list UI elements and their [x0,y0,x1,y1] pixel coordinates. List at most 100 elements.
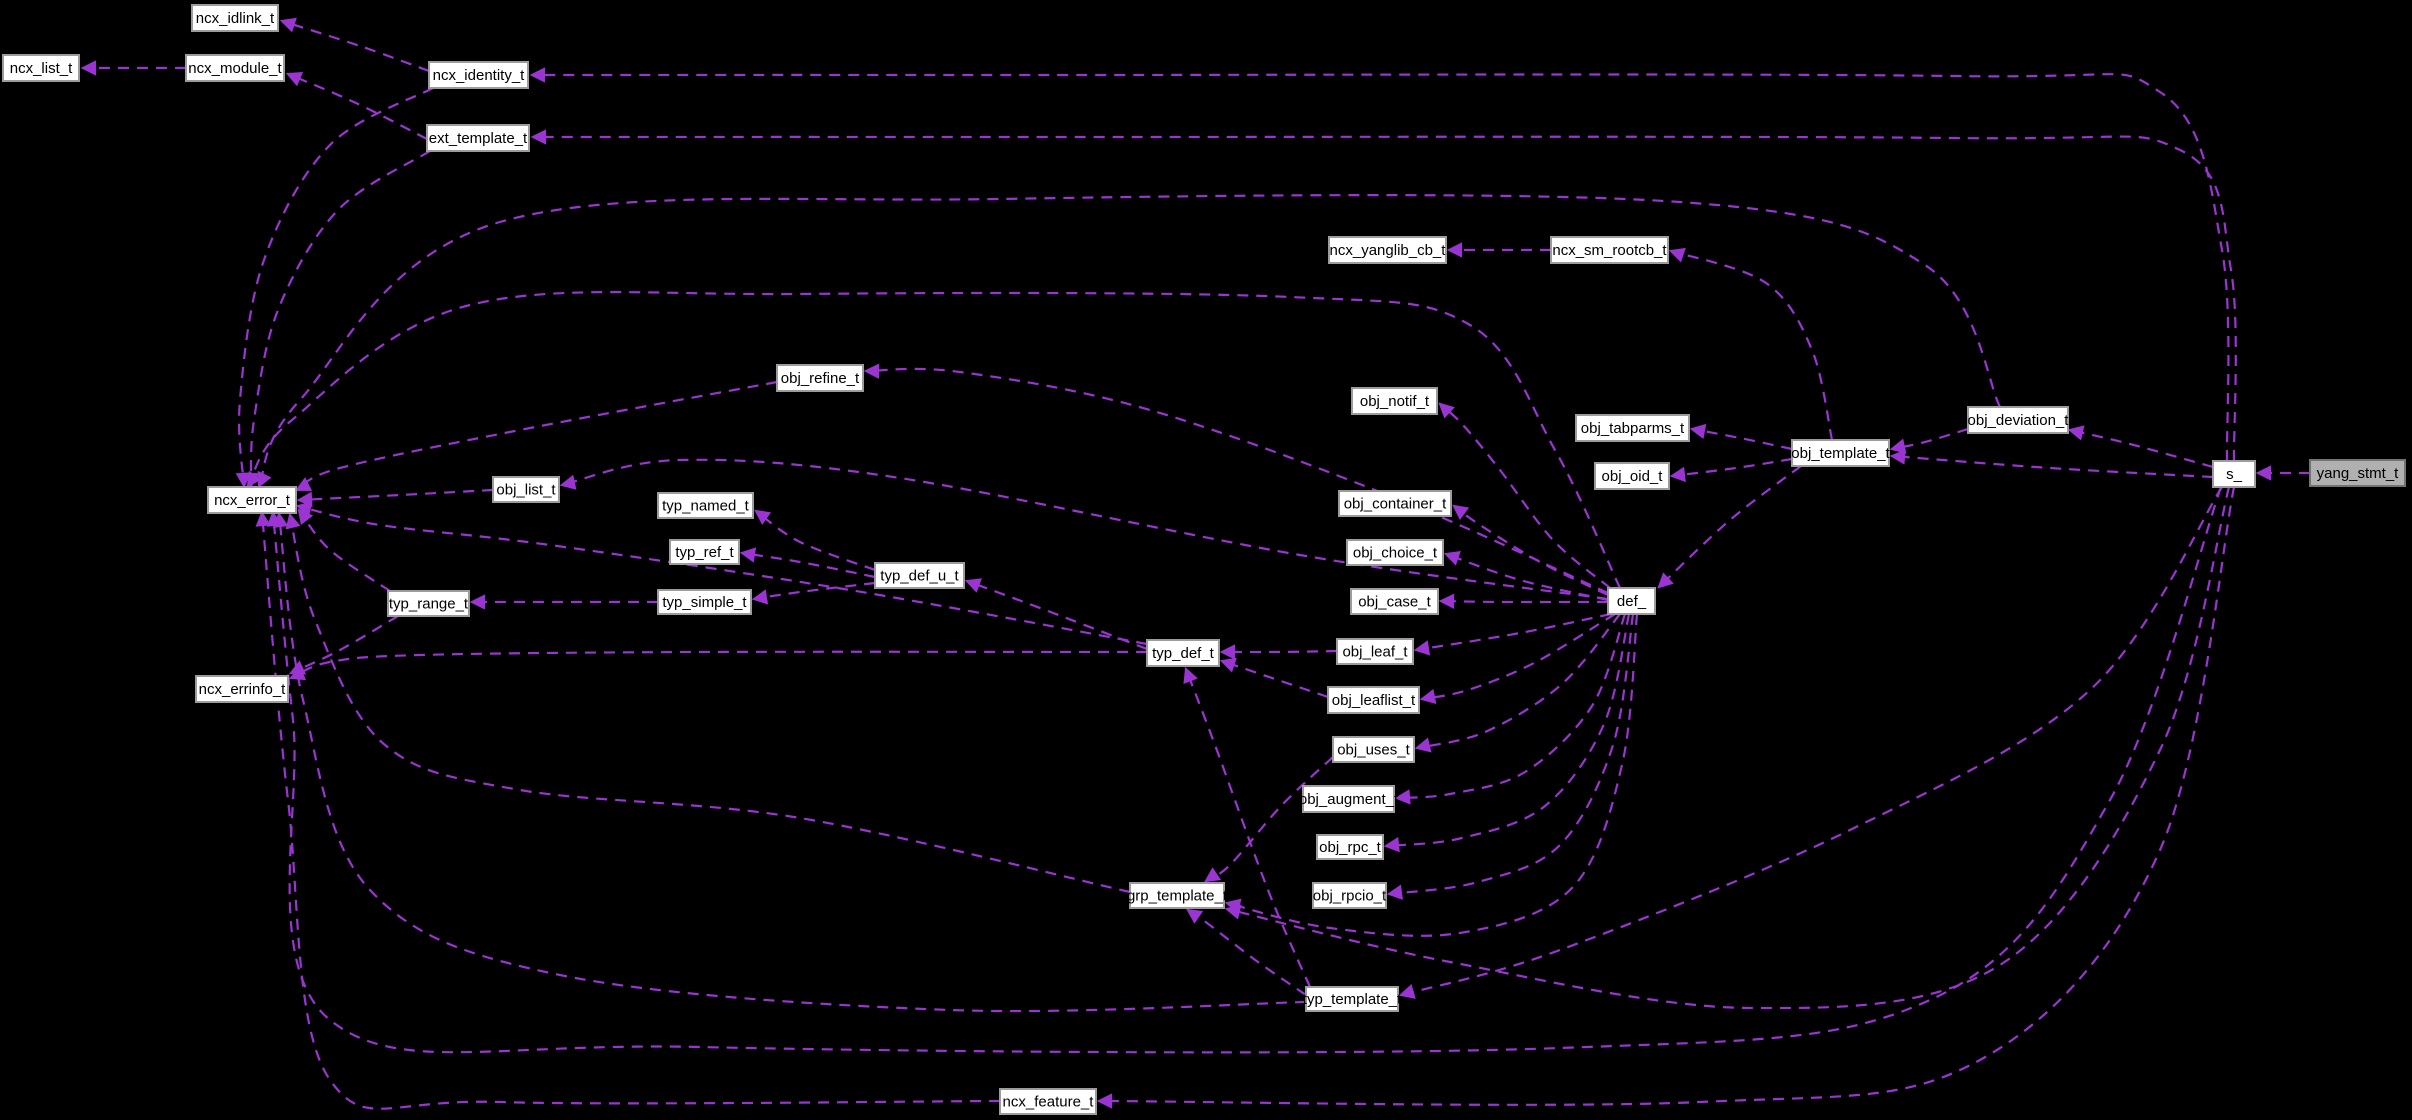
node-label: obj_choice_t [1353,545,1438,562]
node-label: obj_template_t [1791,445,1890,462]
node-obj_rpcio_t[interactable]: obj_rpcio_t [1312,882,1387,909]
node-box[interactable] [1332,736,1415,763]
node-obj_deviation_t[interactable]: obj_deviation_t [1967,406,2070,434]
node-box[interactable] [195,675,289,703]
edge-def_-to-obj_choice_t [1443,551,1609,602]
node-ncx_idlink_t[interactable]: ncx_idlink_t [191,4,279,32]
node-box[interactable] [387,590,470,617]
edge-s_-to-ncx_identity_t [529,67,2230,462]
node-ncx_yanglib_cb_t[interactable]: ncx_yanglib_cb_t [1328,236,1447,264]
node-box[interactable] [1338,490,1452,517]
edge-obj_leaflist_t-to-typ_def_t [1219,657,1329,699]
node-obj_tabparms_t[interactable]: obj_tabparms_t [1575,414,1690,442]
node-box[interactable] [1967,406,2069,434]
node-box[interactable] [657,492,754,519]
node-obj_rpc_t[interactable]: obj_rpc_t [1316,834,1384,860]
node-box[interactable] [1302,785,1395,813]
node-box[interactable] [1129,882,1225,909]
node-grp_template_t[interactable]: grp_template_t [1127,882,1228,909]
node-box[interactable] [776,364,864,392]
node-box[interactable] [1791,439,1890,467]
node-label: obj_rpc_t [1319,839,1382,856]
node-ext_template_t[interactable]: ext_template_t [426,124,530,152]
node-label: grp_template_t [1127,888,1228,905]
node-typ_range_t[interactable]: typ_range_t [387,590,470,617]
node-box[interactable] [1316,834,1384,860]
node-box[interactable] [1575,414,1690,442]
node-obj_list_t[interactable]: obj_list_t [492,476,560,503]
node-box[interactable] [1305,986,1399,1012]
edge-def_-to-obj_notif_t [1438,402,1611,589]
edge-s_-to-obj_deviation_t [2067,425,2214,469]
node-box[interactable] [185,54,285,82]
node-label: obj_tabparms_t [1581,420,1685,437]
node-label: obj_oid_t [1602,468,1664,485]
node-obj_template_t[interactable]: obj_template_t [1791,439,1891,467]
node-label: typ_def_u_t [880,568,959,585]
node-typ_def_u_t[interactable]: typ_def_u_t [874,562,965,589]
node-def_[interactable]: def_ [1607,587,1656,615]
node-box[interactable] [1328,236,1447,264]
node-box[interactable] [999,1088,1097,1115]
node-obj_choice_t[interactable]: obj_choice_t [1346,539,1444,566]
edge-s_-to-ncx_error_t [266,486,2223,1054]
node-box[interactable] [669,539,740,565]
node-typ_named_t[interactable]: typ_named_t [657,492,754,519]
edge-def_-to-obj_leaflist_t [1419,613,1616,705]
node-box[interactable] [1351,387,1438,415]
node-box[interactable] [1550,236,1669,264]
node-obj_leaf_t[interactable]: obj_leaf_t [1336,638,1414,665]
node-typ_ref_t[interactable]: typ_ref_t [669,539,740,565]
node-box[interactable] [2212,460,2256,488]
edge-obj_leaf_t-to-typ_def_t [1219,644,1338,660]
node-box[interactable] [1594,462,1670,490]
node-obj_refine_t[interactable]: obj_refine_t [776,364,864,392]
node-obj_case_t[interactable]: obj_case_t [1350,588,1439,615]
node-box[interactable] [1146,639,1220,667]
node-obj_augment_t[interactable]: obj_augment_t [1299,785,1399,813]
node-box[interactable] [426,124,530,152]
node-s_[interactable]: s_ [2212,460,2256,488]
node-obj_notif_t[interactable]: obj_notif_t [1351,387,1438,415]
node-obj_container_t[interactable]: obj_container_t [1338,490,1452,517]
node-label: ncx_sm_rootcb_t [1552,242,1667,259]
node-label: ncx_yanglib_cb_t [1330,242,1447,259]
node-box[interactable] [2,54,80,82]
node-ncx_module_t[interactable]: ncx_module_t [185,54,285,82]
node-typ_simple_t[interactable]: typ_simple_t [657,589,752,615]
node-ncx_sm_rootcb_t[interactable]: ncx_sm_rootcb_t [1550,236,1669,264]
node-label: typ_named_t [662,498,750,515]
node-ncx_feature_t[interactable]: ncx_feature_t [999,1088,1097,1115]
node-box[interactable] [1607,587,1656,615]
node-ncx_identity_t[interactable]: ncx_identity_t [428,61,529,89]
node-obj_uses_t[interactable]: obj_uses_t [1332,736,1415,763]
node-typ_template_t[interactable]: typ_template_t [1303,986,1402,1012]
node-obj_oid_t[interactable]: obj_oid_t [1594,462,1670,490]
node-box[interactable] [1327,686,1420,714]
node-box[interactable] [874,562,965,589]
edge-ncx_identity_t-to-ncx_error_t [235,87,434,489]
node-ncx_error_t[interactable]: ncx_error_t [207,486,297,514]
node-box[interactable] [428,61,529,89]
edge-def_-to-obj_rpcio_t [1386,613,1635,900]
node-box[interactable] [492,476,560,503]
edge-def_-to-obj_rpc_t [1383,613,1631,853]
node-box[interactable] [191,4,279,32]
node-box[interactable] [1350,588,1439,615]
node-box[interactable] [1336,638,1414,665]
node-ncx_list_t[interactable]: ncx_list_t [2,54,80,82]
node-typ_def_t[interactable]: typ_def_t [1146,639,1220,667]
node-ncx_errinfo_t[interactable]: ncx_errinfo_t [195,675,289,703]
node-box[interactable] [1346,539,1444,566]
edge-ncx_identity_t-to-ncx_idlink_t [279,17,430,73]
node-box[interactable] [1312,882,1387,909]
node-obj_leaflist_t[interactable]: obj_leaflist_t [1327,686,1420,714]
node-label: obj_refine_t [781,370,860,387]
node-box[interactable] [207,486,297,514]
edge-def_-to-obj_case_t [1438,593,1609,609]
node-label: typ_ref_t [675,544,734,561]
node-box[interactable] [657,589,752,615]
